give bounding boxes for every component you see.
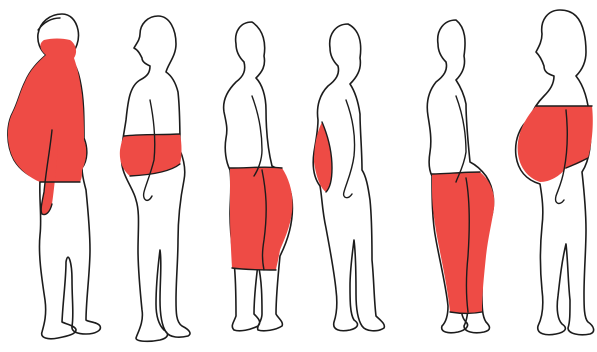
figure-5 [427, 20, 494, 333]
figure-1-fat-zone [8, 39, 86, 183]
figure-5-fat-zone [432, 172, 494, 314]
figure-4 [313, 24, 384, 331]
figure-3 [224, 22, 293, 331]
figure-2-outline [121, 16, 190, 341]
figure-6 [516, 10, 594, 335]
figure-1 [8, 14, 101, 339]
figure-3-fat-zone [230, 167, 293, 270]
figure-2 [120, 16, 190, 341]
